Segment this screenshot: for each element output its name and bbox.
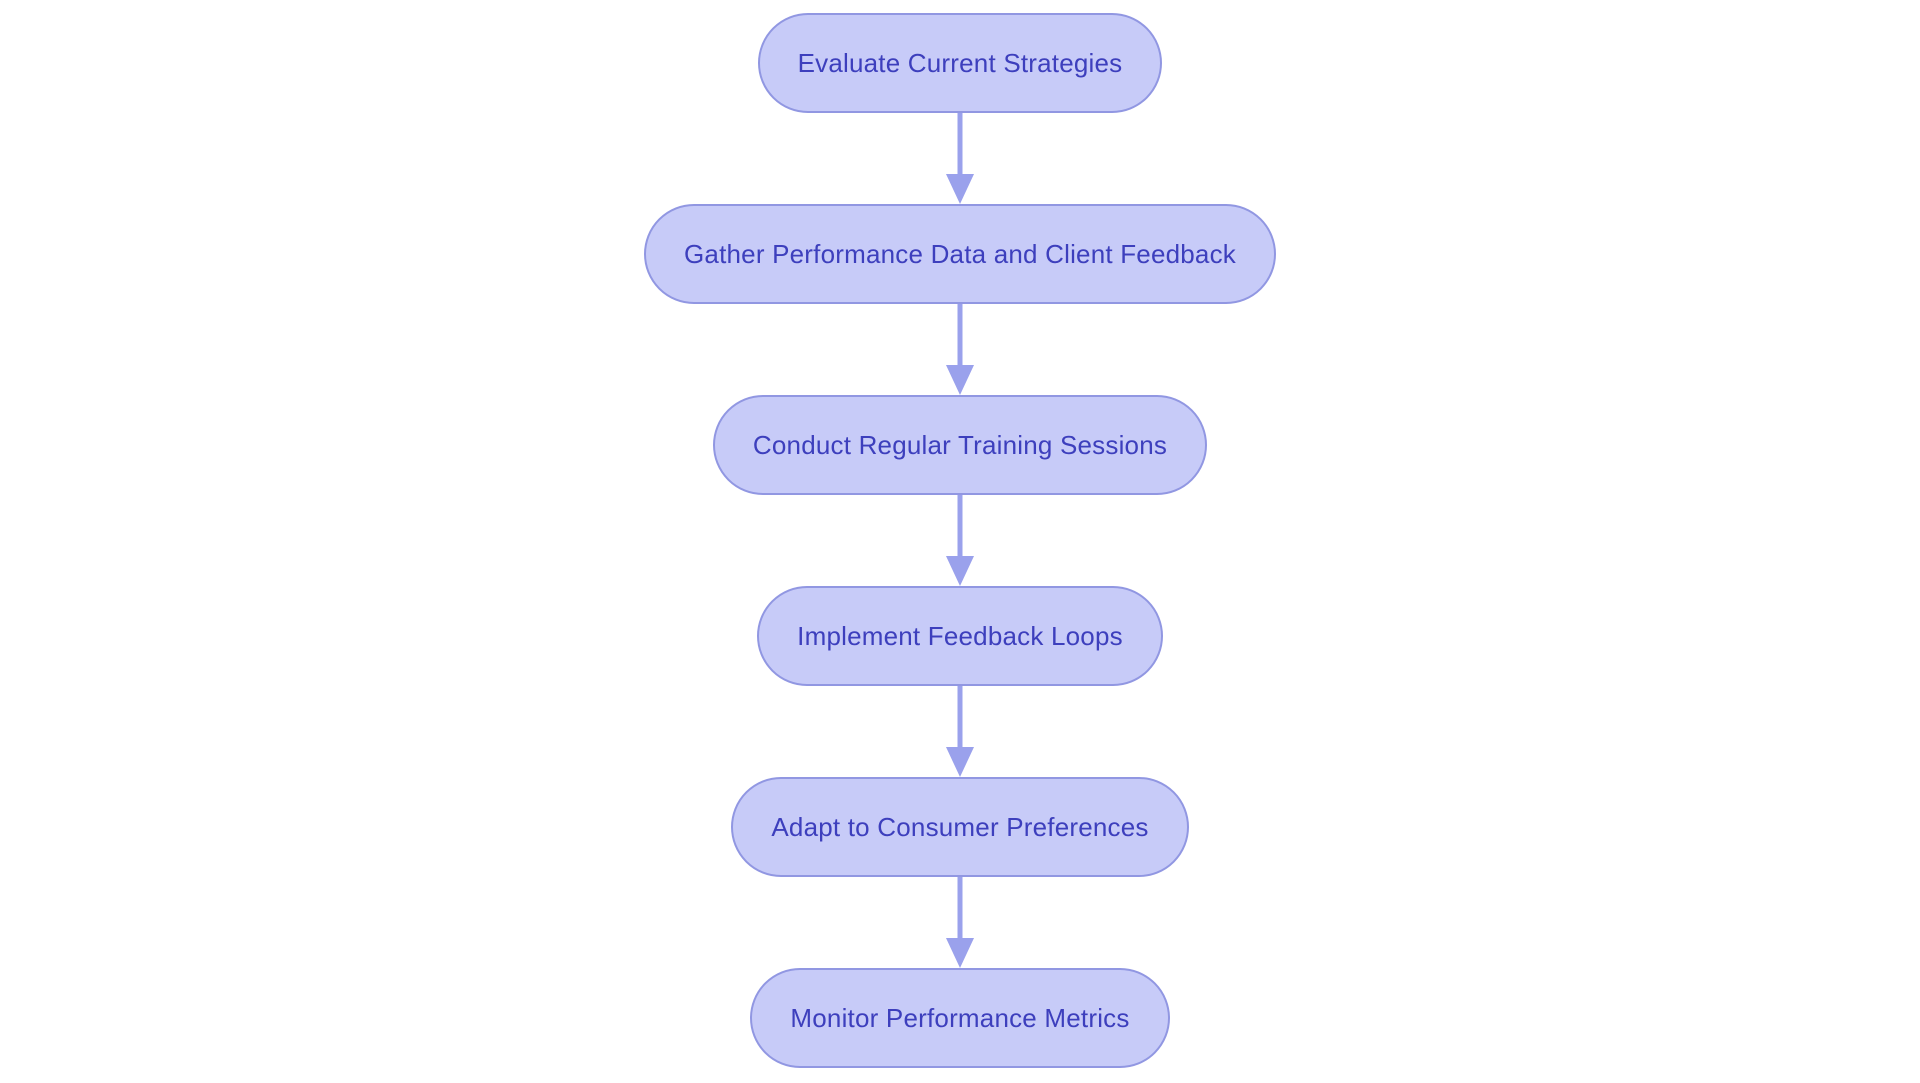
- flow-node-conduct-training-sessions: Conduct Regular Training Sessions: [712, 395, 1208, 495]
- flow-node-evaluate-current-strategies: Evaluate Current Strategies: [757, 13, 1163, 113]
- flow-arrow-1: [944, 113, 976, 204]
- flow-node-implement-feedback-loops: Implement Feedback Loops: [757, 586, 1163, 686]
- flow-node-gather-performance-data: Gather Performance Data and Client Feedb…: [644, 204, 1276, 304]
- flow-arrow-4: [944, 686, 976, 777]
- flow-node-adapt-consumer-preferences: Adapt to Consumer Preferences: [731, 777, 1189, 877]
- flow-arrow-5: [944, 877, 976, 968]
- flow-arrow-3: [944, 495, 976, 586]
- flow-arrow-2: [944, 304, 976, 395]
- flow-node-monitor-performance-metrics: Monitor Performance Metrics: [750, 968, 1170, 1068]
